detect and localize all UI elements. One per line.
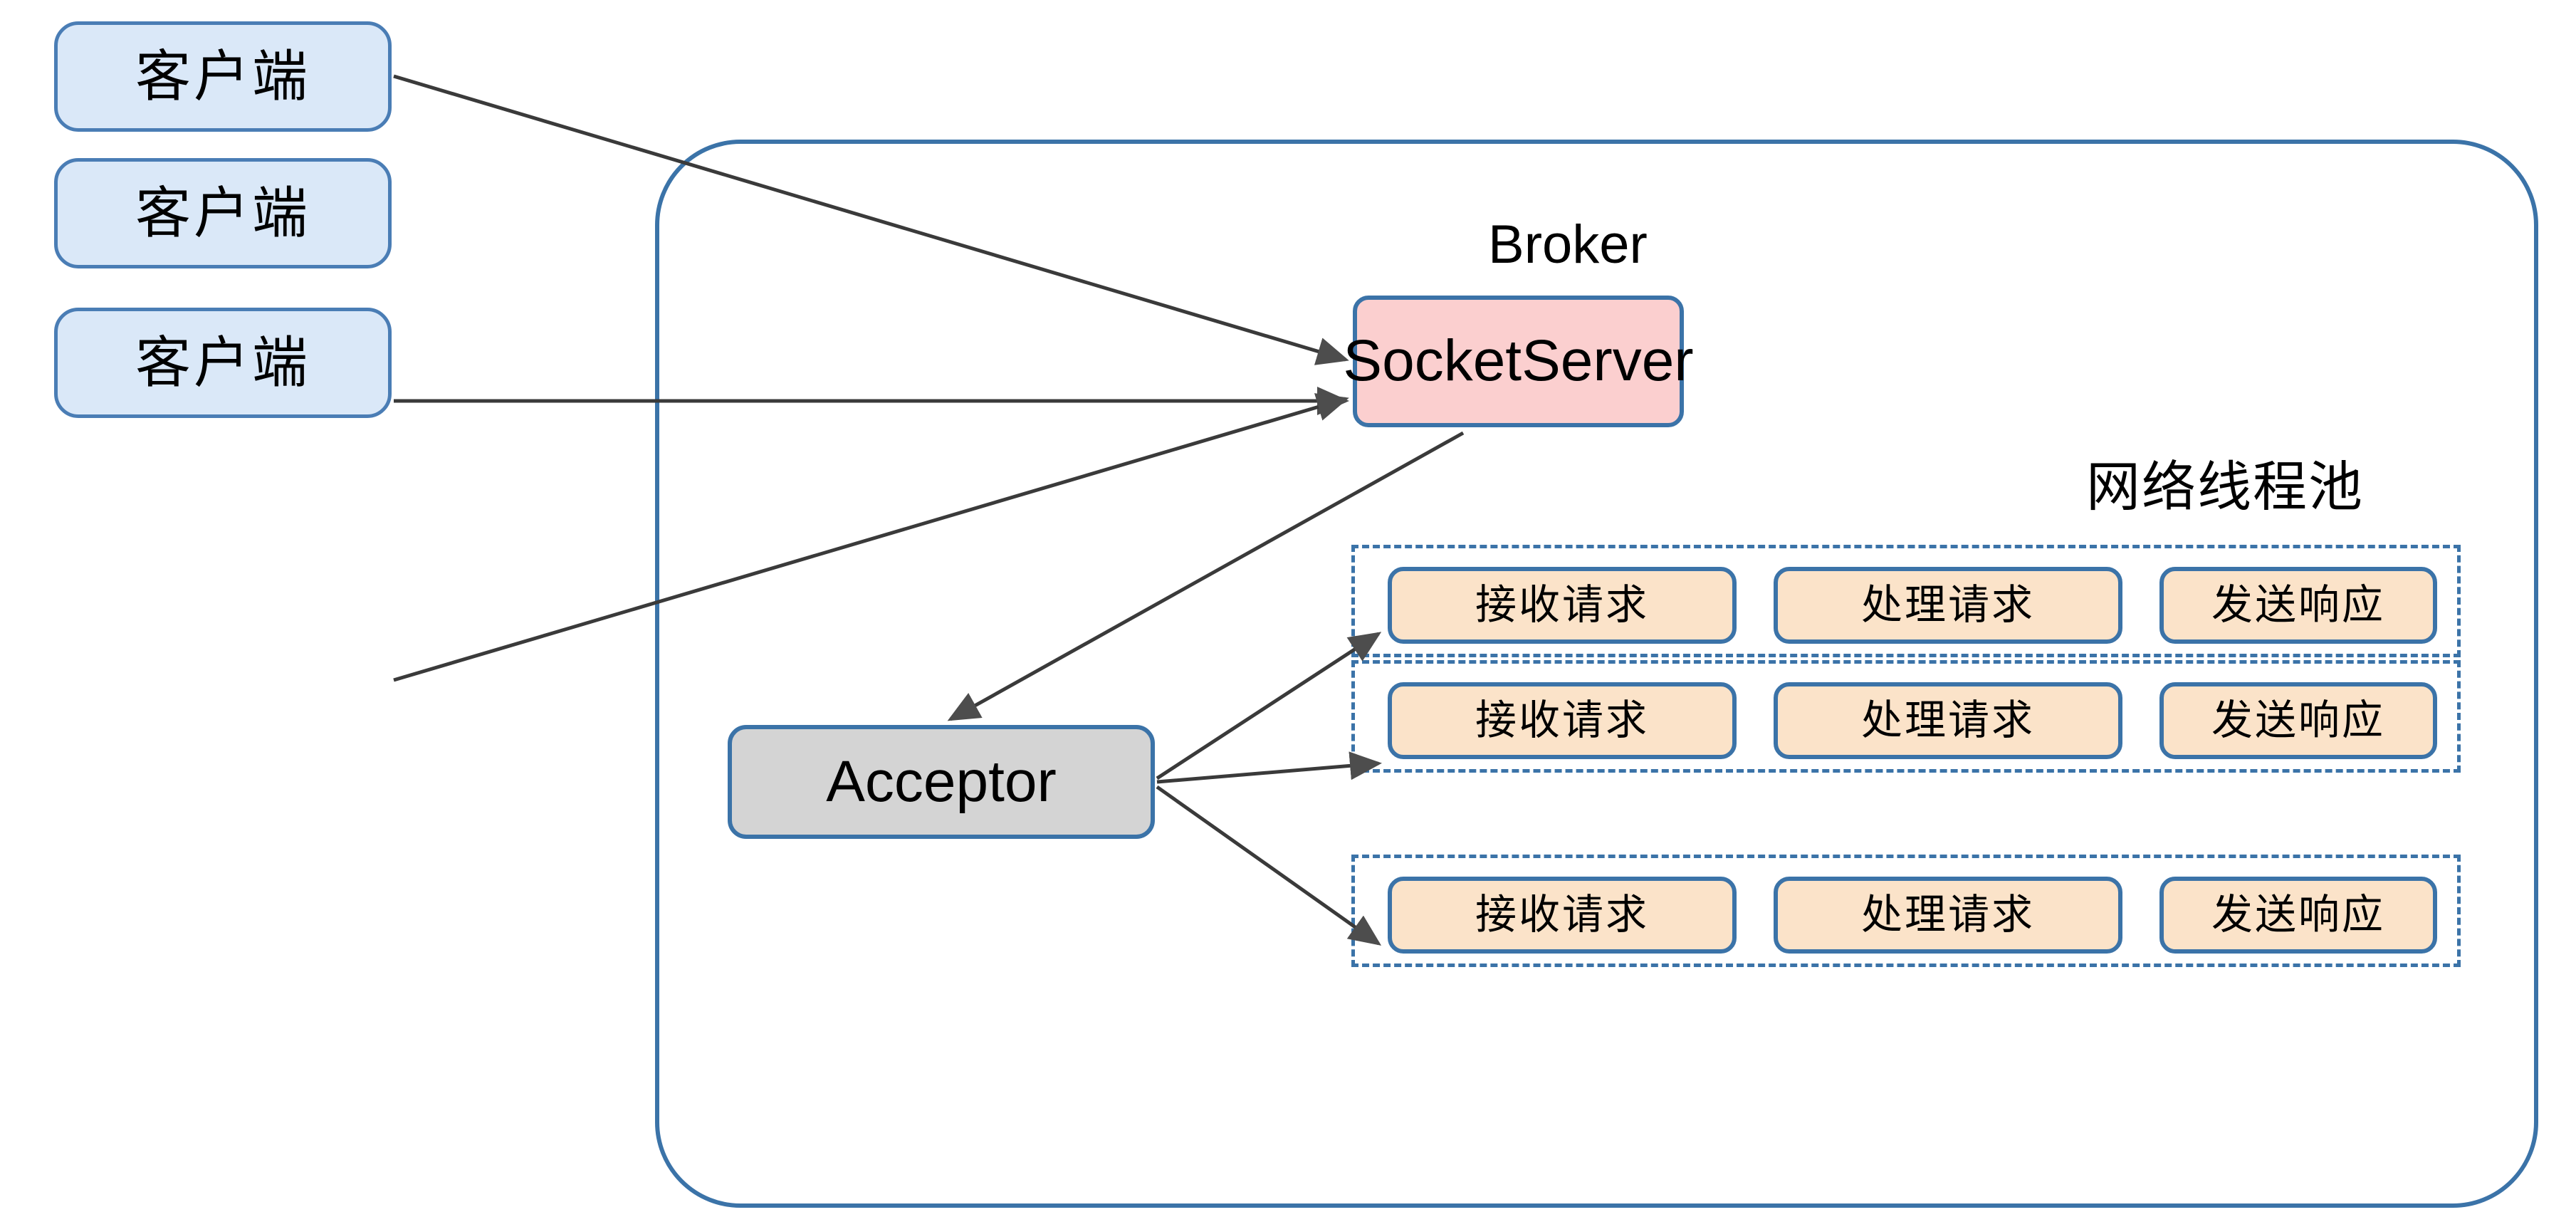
thread-row-2: 接收请求 处理请求 发送响应 — [1351, 660, 2461, 773]
thread-row-1: 接收请求 处理请求 发送响应 — [1351, 545, 2461, 657]
broker-label: Broker — [1488, 214, 1648, 275]
task-label: 发送响应 — [2211, 582, 2385, 629]
task-process-request[interactable]: 处理请求 — [1774, 682, 2122, 759]
task-label: 接收请求 — [1475, 892, 1649, 939]
task-label: 处理请求 — [1860, 892, 2035, 939]
acceptor-box[interactable]: Acceptor — [728, 725, 1155, 839]
client-label: 客户端 — [135, 44, 310, 108]
client-box-3[interactable]: 客户端 — [54, 308, 392, 418]
socket-server-label: SocketServer — [1343, 328, 1694, 394]
client-box-2[interactable]: 客户端 — [54, 158, 392, 268]
task-label: 接收请求 — [1475, 582, 1649, 629]
task-receive-request[interactable]: 接收请求 — [1388, 567, 1737, 644]
thread-row-3: 接收请求 处理请求 发送响应 — [1351, 855, 2461, 967]
task-label: 处理请求 — [1860, 697, 2035, 744]
task-process-request[interactable]: 处理请求 — [1774, 567, 2122, 644]
task-send-response[interactable]: 发送响应 — [2159, 682, 2437, 759]
task-label: 发送响应 — [2211, 697, 2385, 744]
client-label: 客户端 — [135, 330, 310, 394]
task-label: 接收请求 — [1475, 697, 1649, 744]
task-process-request[interactable]: 处理请求 — [1774, 877, 2122, 954]
client-box-1[interactable]: 客户端 — [54, 21, 392, 132]
acceptor-label: Acceptor — [826, 748, 1057, 814]
task-receive-request[interactable]: 接收请求 — [1388, 877, 1737, 954]
client-label: 客户端 — [135, 181, 310, 244]
socket-server-box[interactable]: SocketServer — [1343, 296, 1694, 427]
task-receive-request[interactable]: 接收请求 — [1388, 682, 1737, 759]
task-send-response[interactable]: 发送响应 — [2159, 567, 2437, 644]
task-label: 发送响应 — [2211, 892, 2385, 939]
network-thread-pool-label: 网络线程池 — [2086, 457, 2364, 518]
task-label: 处理请求 — [1860, 582, 2035, 629]
task-send-response[interactable]: 发送响应 — [2159, 877, 2437, 954]
